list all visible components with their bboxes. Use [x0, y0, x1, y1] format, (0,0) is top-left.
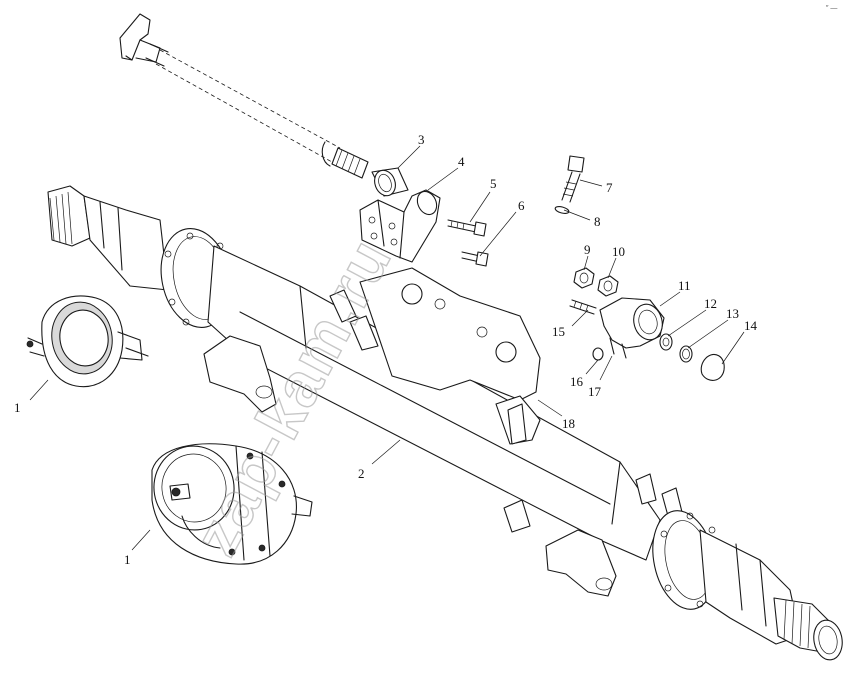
callout-7: 7 [606, 180, 613, 195]
callout-2: 2 [358, 466, 365, 481]
corner-mark: ″ — [826, 5, 837, 12]
callout-13: 13 [726, 306, 739, 321]
nut-9 [573, 267, 595, 289]
callout-10: 10 [612, 244, 625, 259]
callout-6: 6 [518, 198, 525, 213]
callout-4: 4 [458, 154, 465, 169]
nut-10 [597, 275, 619, 297]
slack-adjuster-11 [599, 297, 665, 359]
bolt-7 [561, 155, 585, 203]
callout-15: 15 [552, 324, 565, 339]
nut-16 [592, 347, 604, 361]
callout-11: 11 [678, 278, 691, 293]
callout-5: 5 [490, 176, 497, 191]
callout-1b: 1 [124, 552, 131, 567]
callout-17: 17 [588, 384, 602, 399]
washer-8 [554, 206, 570, 214]
callout-14: 14 [744, 318, 758, 333]
camshaft-splines [331, 147, 369, 179]
brake-chamber-lower [151, 443, 313, 565]
callout-18: 18 [562, 416, 575, 431]
callout-16: 16 [570, 374, 584, 389]
callout-9: 9 [584, 242, 591, 257]
leader-lines [29, 145, 745, 551]
bolt-5 [447, 219, 487, 237]
axle-beam [47, 185, 843, 661]
callout-8: 8 [594, 214, 601, 229]
camshaft [119, 13, 369, 179]
snap-ring-14 [700, 353, 725, 381]
bolt-15 [569, 299, 597, 315]
bracket-4 [359, 189, 441, 263]
left-spindle-splines [49, 191, 73, 245]
ring-13 [679, 345, 693, 363]
bushing-3 [371, 167, 409, 197]
bolt-6 [461, 251, 489, 267]
callout-12: 12 [704, 296, 717, 311]
callout-1a: 1 [14, 400, 21, 415]
washer-12 [659, 333, 673, 351]
callout-3: 3 [418, 132, 425, 147]
brake-chamber-upper [26, 295, 149, 388]
